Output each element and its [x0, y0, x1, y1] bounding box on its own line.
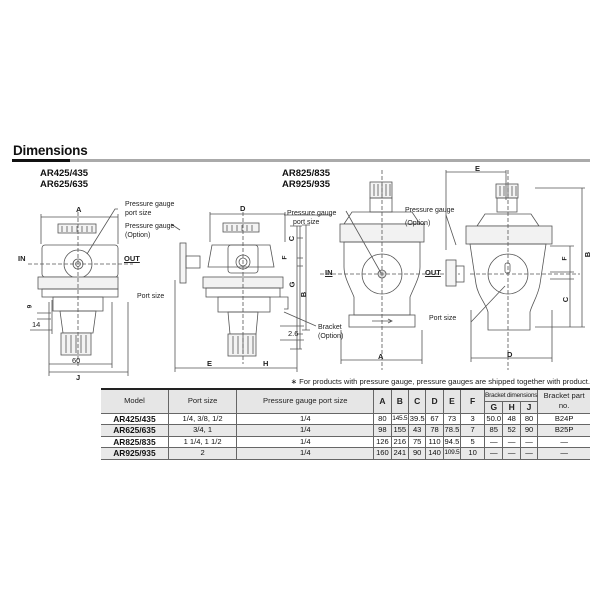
label-out: OUT	[124, 254, 140, 263]
left-model-labels: AR425/435 AR625/635	[40, 168, 88, 190]
model-label: AR425/435	[40, 168, 89, 179]
header-A: A	[373, 388, 392, 414]
header-B: B	[390, 388, 409, 414]
dim-label-F: F	[281, 255, 289, 260]
model-label: AR825/835	[282, 168, 331, 179]
model-label: AR925/935	[282, 179, 331, 190]
callout-gauge-port-size: Pressure gauge port size	[125, 201, 175, 217]
header-F: F	[460, 388, 486, 414]
table-row: AR625/635 3/4, 1 1/4 98 155 43 78 78.5 7…	[101, 424, 590, 437]
dim-label-H: H	[263, 359, 269, 368]
table-row: AR825/835 1 1/4, 1 1/2 1/4 126 216 75 11…	[101, 435, 590, 448]
label-in-large: IN	[325, 268, 333, 277]
callout-large-port-size: Port size	[429, 315, 457, 322]
shipping-note: ∗ For products with pressure gauge, pres…	[290, 377, 590, 386]
dim-label-E: E	[207, 359, 213, 368]
header-C: C	[407, 388, 427, 414]
callout-large-gauge-option: Pressure gauge (Option)	[405, 207, 455, 227]
header-E: E	[442, 388, 462, 414]
dim-label-60: 60	[72, 356, 81, 365]
header-gauge-port-size: Pressure gauge port size	[236, 388, 375, 414]
header-D: D	[425, 388, 444, 414]
title-rule-accent	[12, 159, 70, 162]
dim-label-B: B	[299, 291, 309, 298]
front-view-large	[302, 170, 460, 370]
dim-label-14: 14	[32, 320, 41, 329]
title-rule	[12, 159, 590, 162]
dim-label-A-large: A	[378, 352, 384, 361]
callout-side-gauge-port: Pressure gauge port size	[287, 210, 337, 226]
label-out-large: OUT	[425, 268, 441, 277]
header-port-size: Port size	[167, 388, 238, 414]
dim-label-E-large: E	[475, 164, 481, 173]
callout-port-size: Port size	[137, 293, 165, 300]
callout-bracket: Bracket (Option)	[318, 324, 344, 340]
dim-label-C: C	[287, 235, 297, 242]
label-in: IN	[18, 254, 26, 263]
front-view-small	[28, 208, 181, 376]
dim-label-A: A	[76, 205, 82, 214]
dim-label-9: 9	[26, 304, 34, 309]
dim-label-F-large: F	[561, 256, 569, 261]
dim-label-C-large: C	[561, 296, 571, 303]
header-model: Model	[101, 388, 169, 414]
header-bracket-part: Bracket part no.	[537, 388, 590, 414]
header-G: G	[484, 401, 504, 414]
dim-label-J: J	[76, 373, 81, 382]
header-J: J	[519, 401, 538, 414]
right-model-labels: AR825/835 AR925/935	[282, 168, 330, 190]
dim-label-D: D	[240, 204, 246, 213]
table-row: AR925/935 2 1/4 160 241 90 140 109.5 10 …	[101, 447, 590, 460]
side-view-small	[174, 212, 332, 372]
table-row: AR425/435 1/4, 3/8, 1/2 1/4 80 145.5 39.…	[101, 412, 590, 425]
model-label: AR625/635	[40, 179, 89, 190]
side-view-large	[445, 170, 585, 370]
header-H: H	[502, 401, 521, 414]
callout-gauge-option: Pressure gauge (Option)	[125, 223, 175, 239]
dimensions-table: Model Port size Pressure gauge port size…	[101, 388, 590, 460]
header-bracket-dimensions: Bracket dimensions	[484, 388, 539, 402]
section-title: Dimensions	[13, 143, 88, 158]
dim-label-2-6: 2.6	[288, 329, 299, 338]
dim-label-D-large: D	[507, 350, 513, 359]
dim-label-G: G	[287, 281, 297, 288]
dim-label-B-large: B	[583, 251, 593, 258]
